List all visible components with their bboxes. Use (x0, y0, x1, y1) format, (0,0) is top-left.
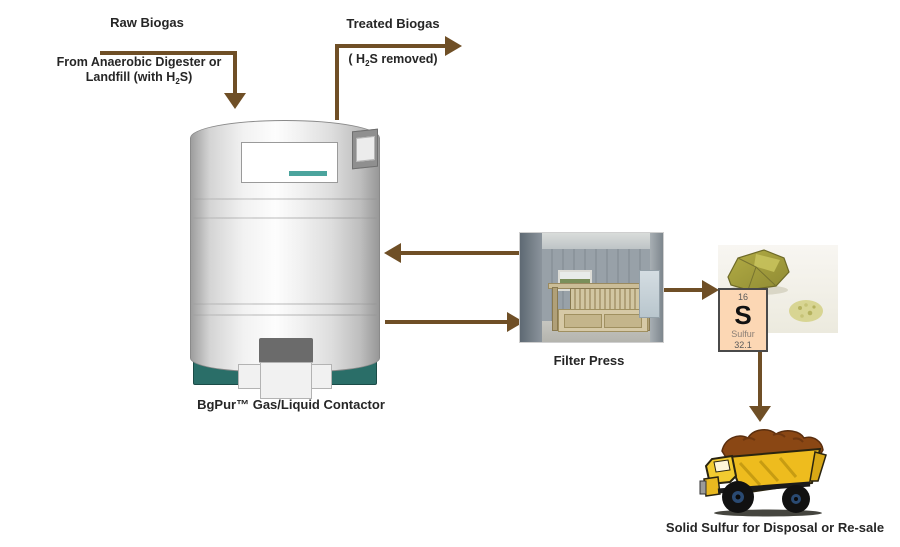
filter-press-photo (520, 233, 663, 342)
raw-biogas-source-label: From Anaerobic Digester or Landfill (wit… (30, 55, 248, 89)
truck-load-texture (742, 432, 804, 443)
treated-biogas-arrow-vline (335, 44, 339, 120)
treated-biogas-arrow-hline (335, 44, 445, 48)
recycle-return-line (400, 251, 523, 255)
contactor-access-hatch (259, 338, 313, 363)
truck-bumper (699, 480, 707, 495)
recycle-return-arrowhead-icon (384, 243, 401, 263)
disposal-line (758, 352, 762, 408)
truck-dump-bed (726, 447, 822, 495)
slurry-feed-arrowhead-icon (507, 312, 524, 332)
raw-biogas-arrow-hline (100, 51, 237, 55)
truck-cab-window (713, 459, 731, 473)
raw-source-line2: Landfill (with H2S) (85, 70, 193, 86)
contactor-junction-box (352, 128, 378, 170)
disposal-label: Solid Sulfur for Disposal or Re-sale (665, 520, 885, 535)
sulfur-chunk-facets (737, 257, 777, 291)
contactor-display-panel (241, 142, 338, 183)
tank-seam (193, 217, 377, 219)
filter-press-ceiling (520, 233, 663, 249)
treated-biogas-title: Treated Biogas (346, 16, 440, 31)
sulfur-element-tile: 16 S Sulfur 32.1 (718, 288, 768, 352)
sulfur-atomic-mass: 32.1 (734, 340, 752, 350)
truck-tailgate (809, 451, 827, 482)
sulfur-cake-arrowhead-icon (702, 280, 719, 300)
tank-seam (193, 198, 377, 200)
tank-foot-center (260, 362, 312, 399)
truck-bed-ribs (738, 457, 798, 487)
treated-biogas-arrowhead-icon (445, 36, 462, 56)
filter-press-leg (552, 287, 558, 331)
dump-truck-illustration (699, 429, 827, 517)
display-status-bar (289, 171, 327, 176)
contactor-tank (190, 120, 380, 372)
raw-biogas-arrowhead-icon (224, 93, 246, 109)
treated-biogas-sub-label: ( H2S removed) (348, 52, 438, 68)
sulfur-cake-line (660, 288, 702, 292)
filter-press-side-tank (639, 270, 660, 318)
sulfur-atomic-number: 16 (737, 292, 748, 302)
disposal-arrowhead-icon (749, 406, 771, 422)
sulfur-symbol: S (734, 300, 752, 330)
filter-press-cabinet (558, 309, 648, 332)
contactor-label: BgPur™ Gas/Liquid Contactor (197, 397, 385, 412)
sulfur-name: Sulfur (731, 329, 755, 339)
tank-seam (193, 303, 377, 305)
tank-seam (193, 314, 377, 316)
sulfur-chunk-highlight (754, 254, 780, 272)
raw-biogas-title: Raw Biogas (110, 15, 184, 30)
raw-source-line1: From Anaerobic Digester or (56, 55, 222, 69)
filter-press-plate-stack (570, 288, 642, 310)
slurry-feed-line (385, 320, 507, 324)
junction-box-window (356, 135, 375, 162)
filter-press-left-wall (520, 233, 542, 342)
filter-press-label: Filter Press (553, 353, 625, 368)
raw-biogas-arrow-vline (233, 51, 237, 95)
